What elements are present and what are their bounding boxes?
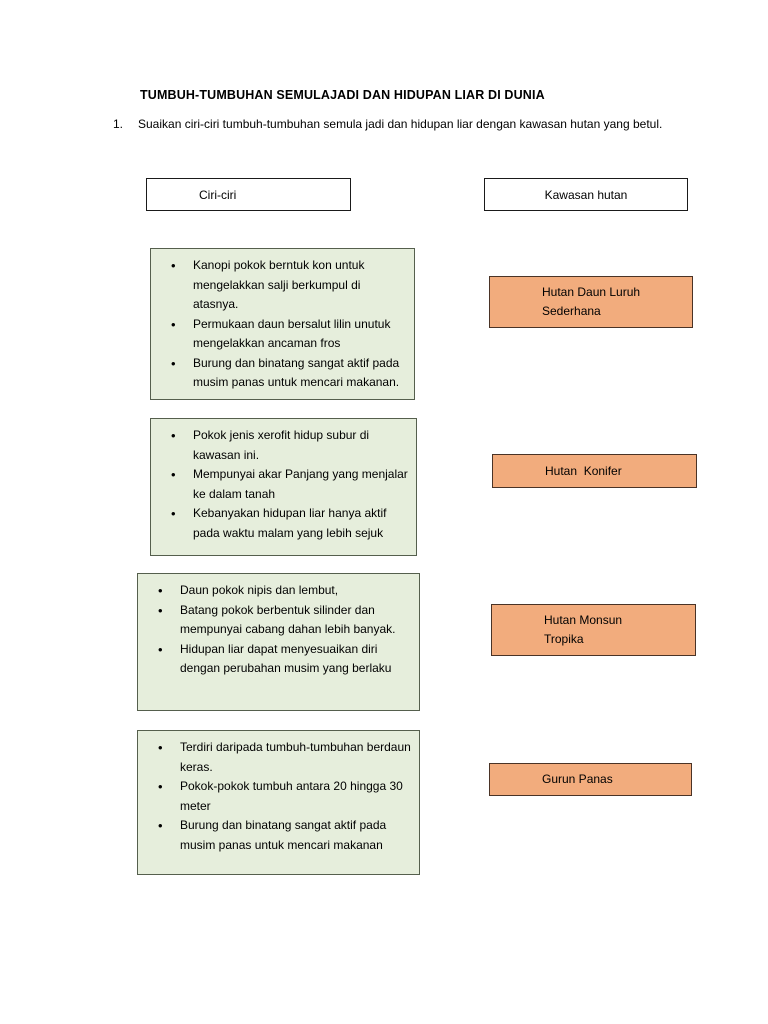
- page-title: TUMBUH-TUMBUHAN SEMULAJADI DAN HIDUPAN L…: [140, 88, 545, 102]
- forest-box-gurun-panas[interactable]: Gurun Panas: [489, 763, 692, 796]
- criteria-bullet: Pokok-pokok tumbuh antara 20 hingga 30 m…: [144, 777, 411, 816]
- instruction-block: 1. Suaikan ciri-ciri tumbuh-tumbuhan sem…: [113, 116, 693, 133]
- forest-box-label-line2: Sederhana: [542, 304, 601, 318]
- criteria-bullet: Daun pokok nipis dan lembut,: [144, 581, 411, 601]
- column-header-kawasan-hutan-label: Kawasan hutan: [544, 187, 628, 202]
- forest-box-hutan-monsun-tropika[interactable]: Hutan Monsun Tropika: [491, 604, 696, 656]
- criteria-list-1: Kanopi pokok berntuk kon untuk mengelakk…: [157, 256, 406, 393]
- forest-box-label-line1: Gurun Panas: [542, 772, 613, 786]
- criteria-bullet: Burung dan binatang sangat aktif pada mu…: [144, 816, 411, 855]
- criteria-bullet: Hidupan liar dapat menyesuaikan diri den…: [144, 640, 411, 679]
- criteria-box-1[interactable]: Kanopi pokok berntuk kon untuk mengelakk…: [150, 248, 415, 400]
- forest-box-label-line1: Hutan Daun Luruh: [542, 285, 641, 299]
- criteria-bullet: Pokok jenis xerofit hidup subur di kawas…: [157, 426, 408, 465]
- forest-box-label-line2: Tropika: [544, 632, 584, 646]
- forest-box-hutan-konifer[interactable]: Hutan Konifer: [492, 454, 697, 488]
- criteria-bullet: Kebanyakan hidupan liar hanya aktif pada…: [157, 504, 408, 543]
- column-header-kawasan-hutan: Kawasan hutan: [484, 178, 688, 211]
- forest-box-hutan-daun-luruh-sederhana[interactable]: Hutan Daun Luruh Sederhana: [489, 276, 693, 328]
- criteria-bullet: Permukaan daun bersalut lilin unutuk men…: [157, 315, 406, 354]
- criteria-list-2: Pokok jenis xerofit hidup subur di kawas…: [157, 426, 408, 543]
- criteria-bullet: Batang pokok berbentuk silinder dan memp…: [144, 601, 411, 640]
- criteria-bullet: Mempunyai akar Panjang yang menjalar ke …: [157, 465, 408, 504]
- forest-box-label-line1: Hutan Monsun: [544, 613, 623, 627]
- criteria-list-4: Terdiri daripada tumbuh-tumbuhan berdaun…: [144, 738, 411, 855]
- criteria-bullet: Kanopi pokok berntuk kon untuk mengelakk…: [157, 256, 406, 315]
- question-number: 1.: [113, 117, 124, 131]
- column-header-ciri-ciri-label: Ciri-ciri: [199, 187, 237, 202]
- criteria-box-2[interactable]: Pokok jenis xerofit hidup subur di kawas…: [150, 418, 417, 556]
- criteria-box-3[interactable]: Daun pokok nipis dan lembut, Batang poko…: [137, 573, 420, 711]
- forest-box-label-line1: Hutan Konifer: [545, 463, 622, 478]
- criteria-bullet: Burung dan binatang sangat aktif pada mu…: [157, 354, 406, 393]
- criteria-bullet: Terdiri daripada tumbuh-tumbuhan berdaun…: [144, 738, 411, 777]
- instruction-text: Suaikan ciri-ciri tumbuh-tumbuhan semula…: [138, 117, 663, 131]
- column-header-ciri-ciri: Ciri-ciri: [146, 178, 351, 211]
- criteria-box-4[interactable]: Terdiri daripada tumbuh-tumbuhan berdaun…: [137, 730, 420, 875]
- criteria-list-3: Daun pokok nipis dan lembut, Batang poko…: [144, 581, 411, 679]
